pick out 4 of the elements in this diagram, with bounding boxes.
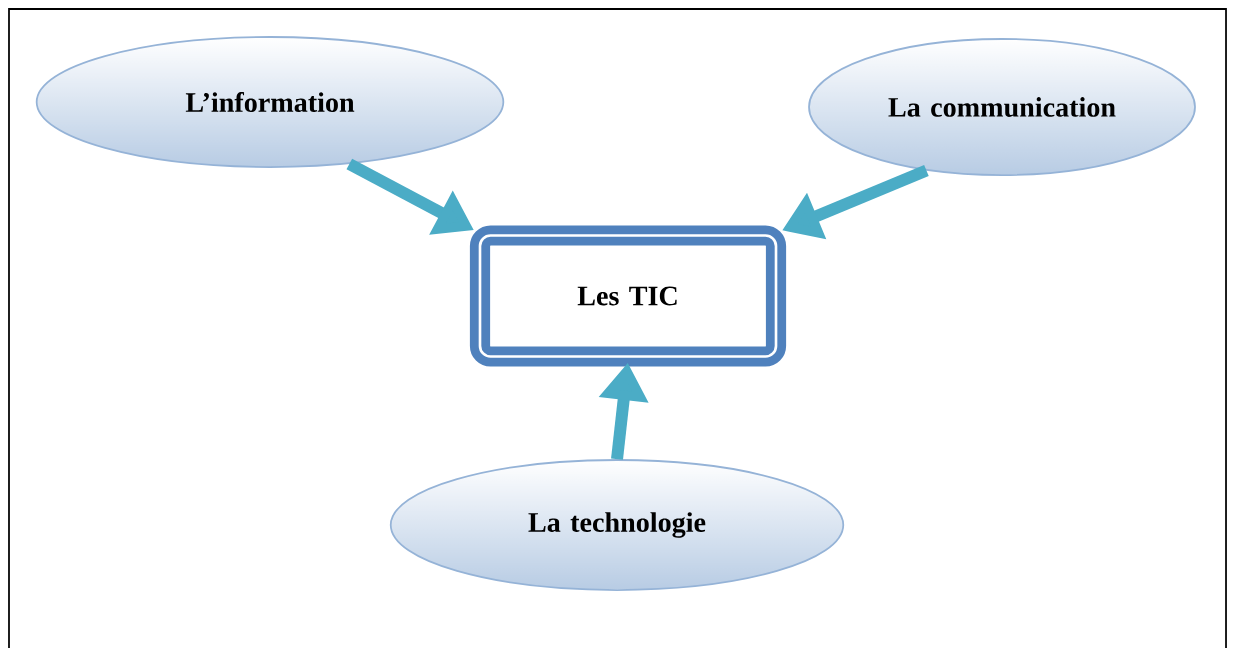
rounded-box: Les TIC xyxy=(469,225,787,367)
ellipse-node: La technologie xyxy=(389,459,845,591)
ellipse-node: La communication xyxy=(808,38,1196,176)
ellipse-node: L’information xyxy=(35,36,505,168)
